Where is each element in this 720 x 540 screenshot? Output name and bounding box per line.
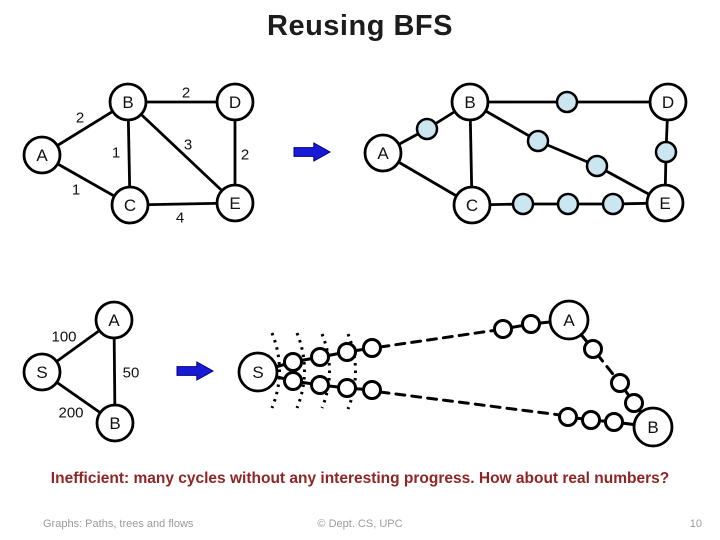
graph-node-label-A: A xyxy=(108,311,120,330)
chain-node xyxy=(283,371,303,391)
graph-node-label-B: B xyxy=(122,93,133,112)
graph-node-S xyxy=(22,352,62,392)
edge-weight-AB: 50 xyxy=(123,364,140,381)
edge-weight-AC: 1 xyxy=(72,181,80,198)
edge-weight-AB: 2 xyxy=(76,109,84,126)
chain-node xyxy=(283,352,303,372)
graph-node-E xyxy=(215,183,255,223)
graph-node-label-A: A xyxy=(377,144,389,163)
edge-weight-BC: 1 xyxy=(112,144,120,161)
dashed-edge xyxy=(378,390,562,417)
graph-edge-BE xyxy=(126,100,237,205)
graph-node-B xyxy=(450,82,490,122)
graph-node-D xyxy=(215,82,255,122)
graph-node-A xyxy=(548,299,590,341)
graph-node-label-S: S xyxy=(36,363,47,382)
chain-node xyxy=(521,314,541,334)
chain-node xyxy=(337,378,357,398)
chain-node xyxy=(337,342,357,362)
ellipsis-break-arc xyxy=(270,332,281,409)
footer-course-name: Graphs: Paths, trees and flows xyxy=(43,518,194,530)
edge-weight-DE: 2 xyxy=(241,146,249,163)
chain-node xyxy=(558,407,578,427)
chain-node xyxy=(583,339,603,359)
chain-node xyxy=(362,380,382,400)
chain-node xyxy=(310,347,330,367)
slide-footer: Graphs: Paths, trees and flows © Dept. C… xyxy=(0,518,720,534)
dashed-edge xyxy=(595,352,618,380)
graph-node-label-A: A xyxy=(36,146,48,165)
graph-node-label-D: D xyxy=(662,93,674,112)
chain-node xyxy=(581,410,601,430)
graph-node-A xyxy=(363,133,403,173)
edge-weight-SB: 200 xyxy=(58,404,83,421)
graph-node-label-D: D xyxy=(229,93,241,112)
subdivision-node xyxy=(511,192,535,216)
edge-weight-SA: 100 xyxy=(51,328,76,345)
chain-node xyxy=(362,338,382,358)
subdivision-node xyxy=(415,117,439,141)
chain-node xyxy=(604,412,624,432)
footer-page-number: 10 xyxy=(689,518,702,530)
subdivision-node xyxy=(654,140,678,164)
dashed-edge xyxy=(378,328,499,349)
graph-node-label-B: B xyxy=(109,414,120,433)
subdivision-node xyxy=(556,192,580,216)
graph-node-B xyxy=(95,403,135,443)
footer-copyright: © Dept. CS, UPC xyxy=(317,518,403,530)
graph-node-C xyxy=(452,185,492,225)
graph-node-S xyxy=(237,351,279,393)
graph-node-label-E: E xyxy=(659,194,670,213)
subdivision-node xyxy=(526,129,550,153)
graph-node-A xyxy=(22,135,62,175)
graph-node-B xyxy=(108,82,148,122)
edge-weight-BE: 3 xyxy=(184,136,192,153)
subdivision-node xyxy=(585,154,609,178)
graph-node-B xyxy=(632,406,674,448)
graph-node-label-B: B xyxy=(464,93,475,112)
chain-node xyxy=(610,373,630,393)
graph-edge-BE xyxy=(468,100,667,205)
graph-node-label-B: B xyxy=(647,418,658,437)
subdivision-node xyxy=(601,192,625,216)
graph-node-label-A: A xyxy=(563,311,575,330)
graph-node-label-E: E xyxy=(229,194,240,213)
slide-title: Reusing BFS xyxy=(267,10,453,42)
graph-node-C xyxy=(110,185,150,225)
edge-weight-CE: 4 xyxy=(176,209,184,226)
caption-text: Inefficient: many cycles without any int… xyxy=(50,470,670,487)
graph-node-A xyxy=(94,300,134,340)
graph-node-E xyxy=(645,183,685,223)
ellipsis-break-arc xyxy=(320,333,331,409)
graph-node-label-C: C xyxy=(124,196,136,215)
chain-node xyxy=(310,375,330,395)
graph-node-D xyxy=(648,82,688,122)
graph-node-label-C: C xyxy=(466,196,478,215)
chain-node xyxy=(624,393,644,413)
graph-node-label-S: S xyxy=(252,363,263,382)
ellipsis-break-arc xyxy=(295,332,306,409)
arrow-bottom-icon xyxy=(176,361,215,381)
ellipsis-break-arc xyxy=(346,333,357,410)
subdivision-node xyxy=(555,90,579,114)
edge-weight-BD: 2 xyxy=(182,84,190,101)
chain-node xyxy=(493,319,513,339)
arrow-top-icon xyxy=(293,142,332,162)
